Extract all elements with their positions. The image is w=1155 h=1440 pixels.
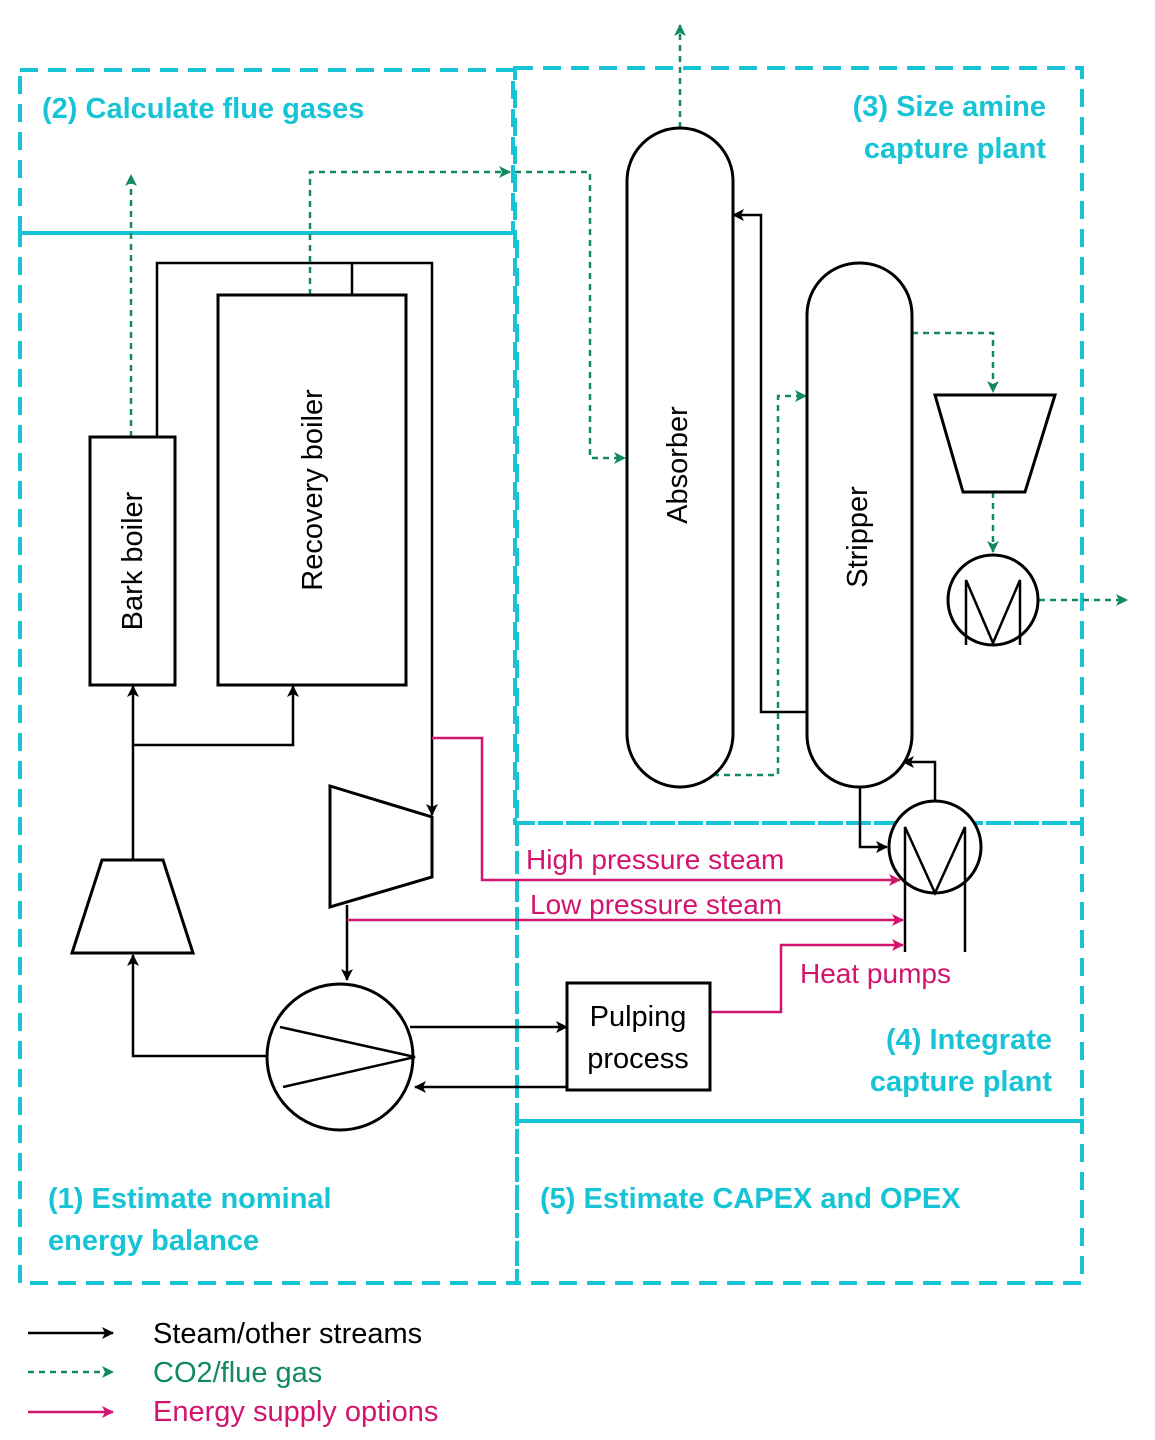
region-1-label-line2: energy balance <box>48 1225 259 1257</box>
reboiler-to-stripper-line <box>902 756 937 800</box>
pulping-label-line1: Pulping <box>590 1001 687 1033</box>
process-heat-exchanger <box>265 982 416 1132</box>
exchanger-to-pump-line <box>127 954 267 1058</box>
bark-boiler <box>88 435 177 687</box>
stripper-label: Stripper <box>842 486 874 588</box>
region-2-label: (2) Calculate flue gases <box>42 93 364 125</box>
region-4-label-line2: capture plant <box>870 1066 1052 1098</box>
pulping-process <box>565 981 712 1092</box>
rich-solvent-line <box>713 390 807 777</box>
legend-steam-label: Steam/other streams <box>153 1318 422 1350</box>
region-1-boundary <box>18 231 519 1285</box>
legend-co2-label: CO2/flue gas <box>153 1357 322 1389</box>
low-pressure-steam-label: Low pressure steam <box>530 889 782 920</box>
region-4-label-line1: (4) Integrate <box>886 1024 1052 1056</box>
heat-pumps-line <box>710 939 904 1014</box>
region-1-label-line1: (1) Estimate nominal <box>48 1183 332 1215</box>
recovery-boiler-flue-gas-line <box>308 166 511 295</box>
recovery-boiler-label: Recovery boiler <box>297 389 329 591</box>
absorber-column <box>625 126 735 789</box>
legend-energy-label: Energy supply options <box>153 1396 438 1428</box>
legend: Steam/other streams CO2/flue gas Energy … <box>28 1318 438 1428</box>
region-5-boundary <box>515 1119 1084 1285</box>
flue-gas-to-absorber-line <box>515 170 626 464</box>
bark-boiler-label: Bark boiler <box>117 491 149 630</box>
high-pressure-steam-label: High pressure steam <box>526 844 784 875</box>
heat-pumps-label: Heat pumps <box>800 958 951 989</box>
stripper-to-reboiler-line <box>858 787 888 853</box>
feedwater-pump <box>69 858 196 955</box>
region-5-label: (5) Estimate CAPEX and OPEX <box>540 1183 961 1215</box>
feedwater-to-recovery-boiler <box>133 685 299 747</box>
absorber-label: Absorber <box>662 406 694 524</box>
co2-compressor <box>933 393 1058 494</box>
reboiler <box>887 799 983 952</box>
region-4-boundary <box>515 821 1084 1123</box>
high-pressure-steam-line <box>432 736 901 886</box>
stripper-column <box>805 261 914 789</box>
region-3-label-line1: (3) Size amine <box>853 91 1046 123</box>
pulping-label-line2: process <box>587 1043 689 1075</box>
region-3-label-line2: capture plant <box>864 133 1046 165</box>
lean-solvent-line <box>732 209 808 714</box>
steam-turbine <box>328 783 434 910</box>
recovery-boiler <box>216 293 408 687</box>
bark-boiler-steam-line <box>155 261 438 816</box>
stripper-co2-to-compressor-line <box>912 331 999 393</box>
co2-cooler <box>946 553 1040 647</box>
